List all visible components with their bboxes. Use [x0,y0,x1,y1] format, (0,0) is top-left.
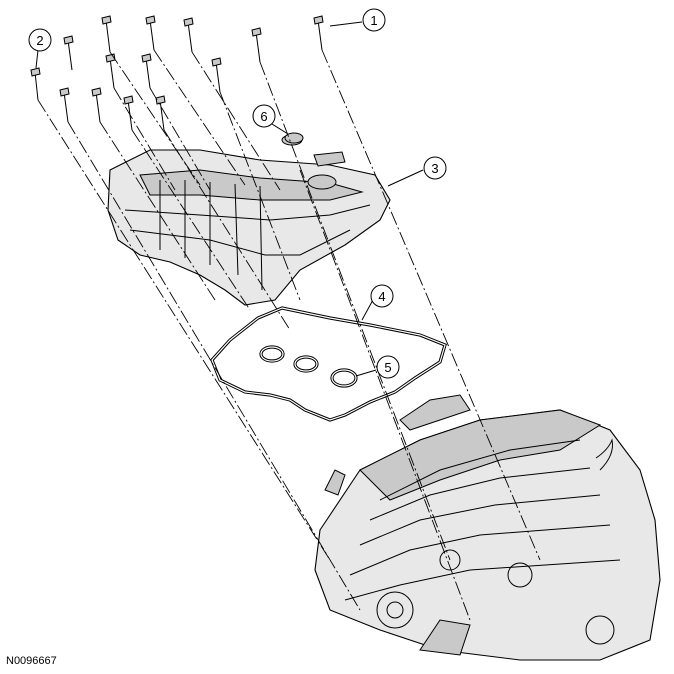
leader-lines [35,21,424,377]
callout-3: 3 [423,156,447,180]
callout-1-number: 1 [370,13,377,28]
callout-3-number: 3 [431,161,438,176]
alignment-lines [37,49,541,621]
figure-id-label: N0096667 [6,655,57,667]
callout-6: 6 [252,104,276,128]
valve-cover [107,134,391,306]
callout-5-number: 5 [384,360,391,375]
tube-seals [259,345,358,388]
valve-cover-gasket [210,306,447,422]
callout-5: 5 [376,355,400,379]
bolts [30,15,324,131]
engine-assembly [314,394,661,661]
callout-1: 1 [362,8,386,32]
callout-2: 2 [28,28,52,52]
callout-4: 4 [370,284,394,308]
callout-6-number: 6 [260,109,267,124]
callout-4-number: 4 [378,289,385,304]
callout-2-number: 2 [36,33,43,48]
